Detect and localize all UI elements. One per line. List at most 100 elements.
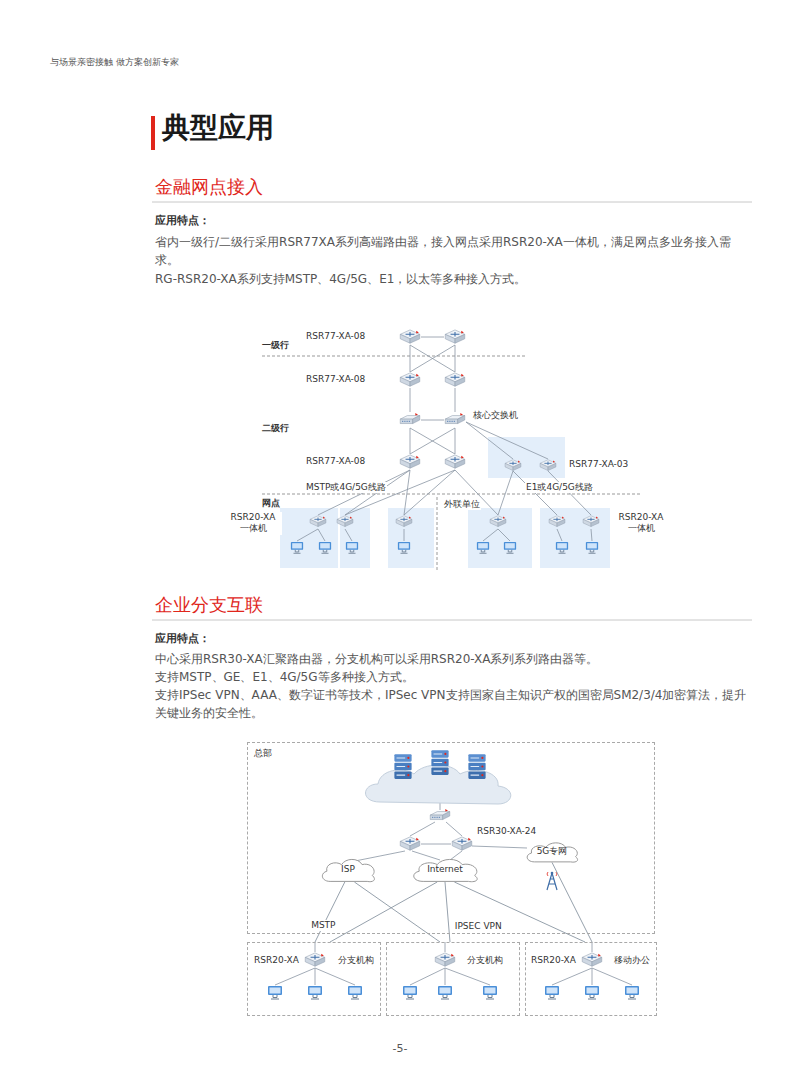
router-icon (582, 953, 602, 966)
router-icon (400, 330, 420, 343)
network-wire (410, 803, 462, 844)
tier-divider (262, 494, 640, 495)
pc-icon (585, 986, 599, 999)
section-rule (152, 202, 752, 620)
network-wire (410, 337, 455, 372)
feature-heading: 应用特点： (155, 214, 210, 228)
feature-heading: 应用特点： (155, 632, 210, 646)
network-link (315, 882, 345, 942)
network-link (454, 882, 585, 942)
shaded-region (388, 508, 434, 568)
link-label: IPSEC VPN (453, 921, 504, 932)
pc-icon (291, 542, 303, 553)
switch-icon (445, 413, 465, 424)
node-text: Internet (427, 864, 463, 875)
pc-icon (483, 986, 497, 999)
pc-icon (268, 542, 639, 999)
switch-icon (400, 413, 420, 424)
node-text: 分支机构 (467, 955, 503, 966)
router-icon (549, 516, 565, 527)
tier-label: 一级行 (262, 340, 289, 351)
network-link (330, 882, 437, 942)
server-cloud (366, 750, 511, 804)
router-icon (396, 516, 412, 527)
network-wire (466, 422, 548, 459)
tier-label: 网点 (262, 498, 280, 509)
server-cloud (431, 750, 448, 775)
region-box: RSR20-XA分支机构 (247, 942, 381, 1016)
network-cloud: 5G专网 (521, 839, 583, 865)
feature-text: 支持MSTP、GE、E1、4G/5G等多种接入方式。 (155, 668, 753, 686)
router-icon (435, 953, 455, 966)
section-heading: 企业分支互联 (155, 594, 263, 617)
router-icon (400, 837, 420, 850)
tier-divider (262, 356, 640, 570)
page-number: -5- (393, 1042, 408, 1056)
device-label: RSR30-XA-24 (476, 826, 537, 837)
pc-icon (625, 986, 639, 999)
title-bar (151, 116, 155, 150)
network-link (445, 882, 450, 942)
tower-icon (547, 872, 557, 890)
pc-icon (403, 986, 417, 999)
pc-icon (398, 542, 410, 553)
shaded-region (468, 508, 532, 568)
feature-text: 省内一级行/二级行采用RSR77XA系列高端路由器，接入网点采用RSR20-XA… (155, 233, 753, 269)
region-heading: 总部 (254, 748, 272, 759)
network-link (354, 882, 440, 942)
cloud-outline (322, 859, 374, 881)
shaded-region (280, 437, 610, 568)
shaded-region (280, 508, 338, 568)
router-icon (583, 516, 599, 527)
pc-icon (545, 986, 559, 999)
page-title: 典型应用 (162, 110, 274, 145)
title-bar (151, 116, 155, 150)
router-icon (445, 330, 465, 343)
feature-text: RG-RSR20-XA系列支持MSTP、4G/5G、E1，以太等多种接入方式。 (155, 270, 753, 288)
pc-icon (348, 986, 362, 999)
network-wire (410, 428, 455, 454)
router-icon (305, 953, 325, 966)
device-label: RSR20-XA 一体机 (224, 512, 282, 535)
pc-icon (268, 986, 282, 999)
node-text: 移动办公 (614, 955, 650, 966)
feature-text: 支持IPSec VPN、AAA、数字证书等技术，IPSec VPN支持国家自主知… (155, 686, 753, 722)
link-label: E1或4G/5G线路 (525, 482, 594, 493)
shaded-region (488, 437, 565, 478)
unit-label: 外联单位 (443, 499, 481, 510)
network-wire (297, 529, 592, 541)
router-icon (490, 516, 506, 527)
router-icon (337, 516, 353, 527)
region-box: 分支机构 (386, 942, 520, 1016)
device-label: RSR77-XA-03 (568, 459, 629, 470)
region-box: 总部ISPInternet5G专网 (247, 742, 655, 934)
node-text: 5G专网 (537, 846, 568, 857)
link-label: MSTP或4G/5G线路 (305, 482, 387, 493)
pc-icon (319, 542, 331, 553)
server-cloud (394, 754, 411, 779)
router-icon (400, 373, 420, 386)
section-rule (152, 202, 752, 203)
section-rule (152, 620, 752, 621)
tier-divider (437, 497, 438, 570)
router-icon (310, 516, 326, 527)
network-wire (410, 388, 455, 420)
node-text: 分支机构 (338, 955, 374, 966)
server-cloud (468, 754, 485, 779)
pc-icon (556, 542, 568, 553)
cloud-outline (414, 859, 477, 881)
router-icon (400, 455, 420, 468)
switch-icon (430, 809, 450, 820)
pc-icon (586, 542, 598, 553)
device-label: RSR77-XA-08 (305, 456, 366, 467)
tier-divider (262, 356, 525, 357)
router-icon (452, 837, 472, 850)
region-box: RSR20-XA移动办公 (525, 942, 657, 1016)
network-wire (355, 846, 527, 861)
router-icon (505, 460, 521, 471)
link-label: MSTP (309, 920, 337, 931)
tier-label: 二级行 (262, 423, 289, 434)
device-label: RSR77-XA-08 (305, 374, 366, 385)
